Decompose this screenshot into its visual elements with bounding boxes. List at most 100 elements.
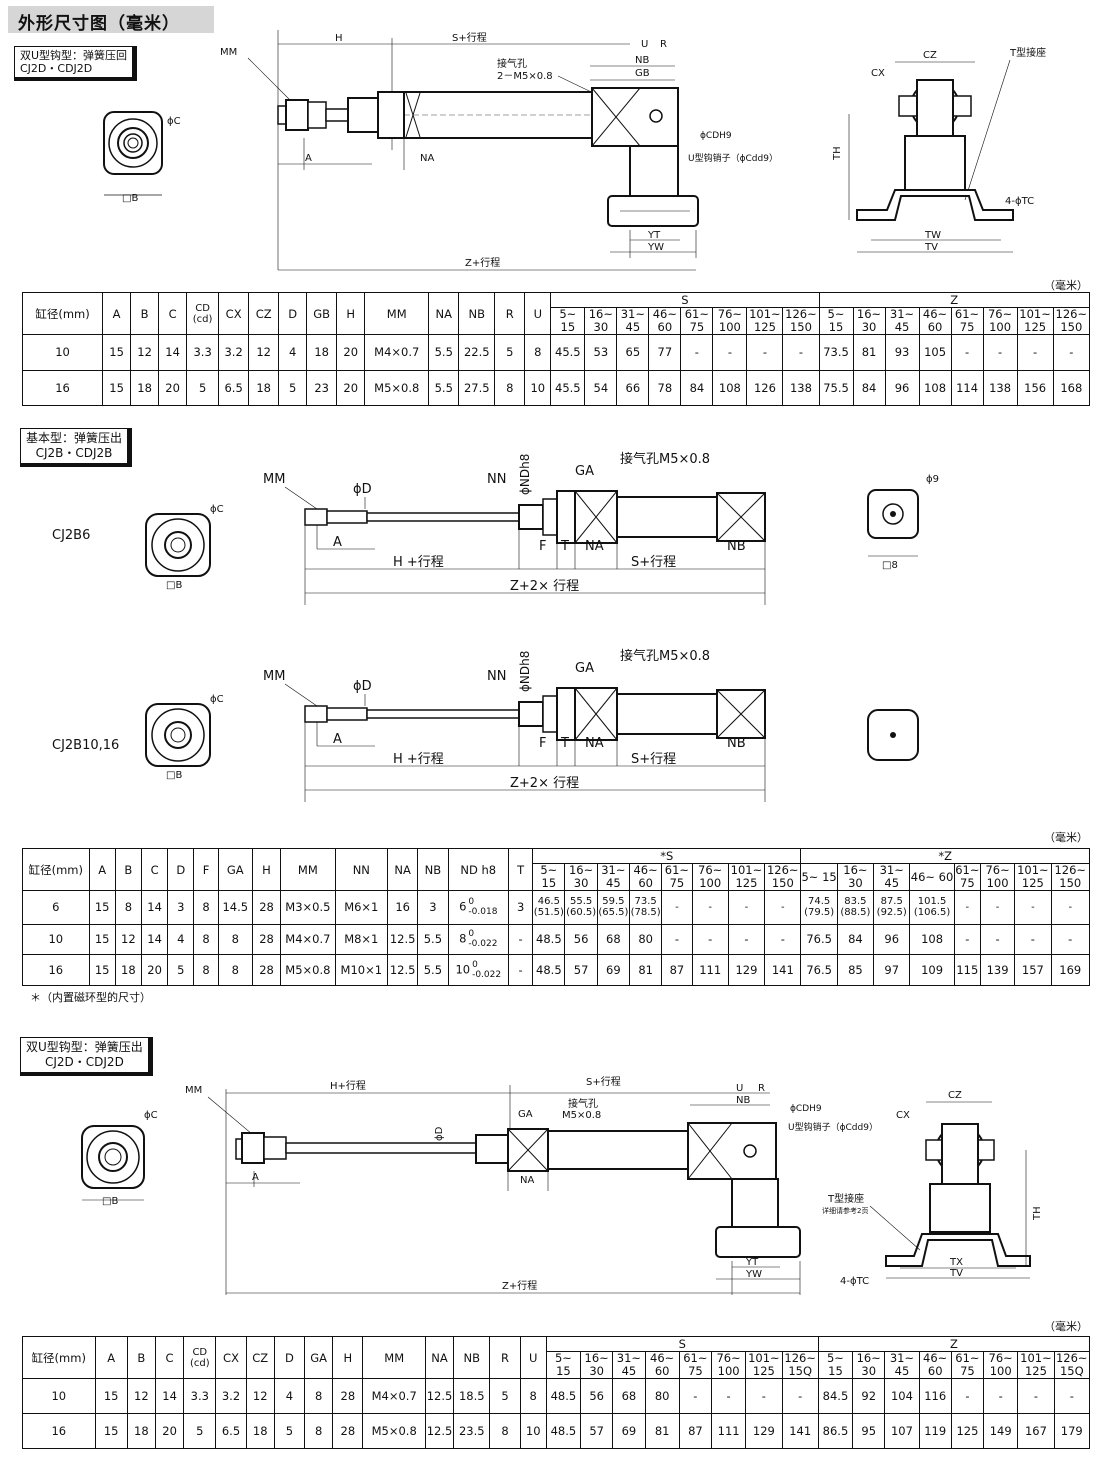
s-cell: 53: [584, 334, 618, 371]
table-cell: 28: [332, 1378, 364, 1414]
table-cell: 8: [217, 954, 253, 986]
z-cell: 109: [909, 954, 955, 986]
col-header: D: [167, 848, 195, 891]
z-cell: 114: [950, 369, 984, 406]
phi-d-label: ϕD: [353, 482, 372, 497]
range-header: 101~ 125: [727, 863, 766, 891]
z-cell: 75.5: [818, 369, 854, 406]
s-cell: 55.5 (60.5): [564, 890, 598, 925]
h-stroke-label: H+行程: [330, 1079, 366, 1092]
port-label: 接气孔: [497, 57, 527, 70]
z-cell: 108: [918, 369, 952, 406]
range-header: 46~ 60: [628, 863, 663, 891]
table-cell: 27.5: [458, 369, 496, 406]
gb-dim-label: GB: [635, 68, 650, 79]
section-tag-spring-extend-double-clevis: 双U型钩型：弹簧压出 CJ2D・CDJ2D: [20, 1037, 153, 1076]
table-cell: 8: [193, 923, 219, 956]
nb-dim-label: NB: [635, 55, 649, 66]
ga-label: GA: [575, 661, 594, 676]
phi-c-label: ϕC: [210, 694, 224, 705]
range-header: 126~ 150: [1050, 863, 1091, 891]
section-tag-line1: 双U型钩型：弹簧压出: [26, 1040, 143, 1054]
s-cell: -: [746, 334, 784, 371]
table-cell: 20: [140, 954, 169, 986]
cj2b6-label: CJ2B6: [52, 528, 90, 543]
table-cell: M4×0.7: [280, 923, 336, 956]
square-b-label: □B: [102, 1196, 118, 1207]
table-cell: 15: [102, 334, 132, 371]
col-header: D: [273, 1336, 306, 1379]
col-header: U: [524, 292, 552, 335]
z-cell: 119: [918, 1413, 952, 1449]
col-header: GA: [217, 848, 253, 891]
range-header: 31~ 45: [873, 863, 911, 891]
col-header: B: [126, 1336, 156, 1379]
col-header: MM: [362, 1336, 426, 1379]
s-cell: 56: [580, 1378, 614, 1414]
s-cell: 129: [727, 954, 766, 986]
z-cell: 92: [852, 1378, 886, 1414]
tv-dim-label: TV: [924, 242, 938, 253]
table-cell: M4×0.7: [362, 1378, 426, 1414]
table-cell: M6×1: [334, 890, 389, 925]
z-cell: -: [979, 890, 1016, 925]
nd-base: 6: [459, 899, 467, 914]
col-header: A: [88, 848, 116, 891]
col-header: NA: [387, 848, 419, 891]
s-group-header: *S: [532, 848, 802, 864]
table-cell: 3.3: [183, 1378, 217, 1414]
nd-tolerance-stack: 0-0.018: [468, 897, 497, 917]
table-cell: 16: [21, 369, 104, 406]
u-pin-label: U型钩销子（ϕCdd9）: [688, 152, 778, 164]
phi-d-label: ϕD: [353, 679, 372, 694]
z-cell: -: [1050, 923, 1091, 956]
z-cell: -: [982, 334, 1018, 371]
table-cell: 18: [245, 1413, 275, 1449]
f-dim-label: F: [539, 736, 546, 751]
col-header: NB: [417, 848, 449, 891]
table-cell: 18: [126, 1413, 156, 1449]
z-cell: 73.5: [818, 334, 854, 371]
tv-dim-label: TV: [949, 1268, 963, 1279]
nd-lower: -0.022: [472, 970, 502, 981]
z-cell: 81: [852, 334, 886, 371]
table-cell: 8: [114, 890, 142, 925]
range-header: 16~ 30: [584, 307, 618, 335]
z-stroke-label: Z+2× 行程: [510, 776, 579, 791]
z-cell: 85: [836, 954, 875, 986]
col-header: NB: [453, 1336, 491, 1379]
a-dim-label: A: [333, 535, 342, 550]
col-header: U: [519, 1336, 547, 1379]
s-cell: 84: [680, 369, 714, 406]
range-header-row: 5~ 15 16~ 30 31~ 45 46~ 60 61~ 75 76~ 10…: [23, 1351, 1091, 1379]
z-cell: 168: [1052, 369, 1091, 406]
range-header: 16~ 30: [852, 1351, 886, 1379]
phi-c-label: ϕC: [210, 504, 224, 515]
s-cell: 87: [661, 954, 693, 986]
rear-view-cj2b6: ϕ9 □8: [867, 474, 939, 571]
z-cell: -: [983, 1378, 1019, 1414]
table-cell: 16: [22, 1413, 96, 1449]
s-cell: 48.5: [545, 1378, 582, 1414]
col-header: NA: [424, 1336, 455, 1379]
t-cell: -: [508, 954, 534, 986]
s-cell: 48.5: [532, 923, 566, 956]
phi-9-label: ϕ9: [926, 474, 939, 485]
col-header: CX: [218, 292, 250, 335]
nb-dim-label: NB: [727, 539, 746, 554]
s-cell: -: [678, 1378, 713, 1414]
table-cell: 10: [519, 1413, 547, 1449]
yw-dim-label: YW: [647, 242, 664, 253]
s-cell: 111: [691, 954, 729, 986]
front-view-drawing-3: ϕC □B: [81, 1110, 158, 1207]
z-cell: 101.5 (106.5): [909, 890, 955, 925]
col-header: C: [158, 292, 188, 335]
range-header: 101~ 125: [1014, 863, 1052, 891]
h-dim-label: H: [335, 33, 343, 44]
col-header: MM: [364, 292, 430, 335]
s-cell: -: [691, 923, 729, 956]
table-cell: 15: [94, 1413, 128, 1449]
table-cell: 8: [489, 1413, 521, 1449]
s-cell: 80: [644, 1378, 680, 1414]
